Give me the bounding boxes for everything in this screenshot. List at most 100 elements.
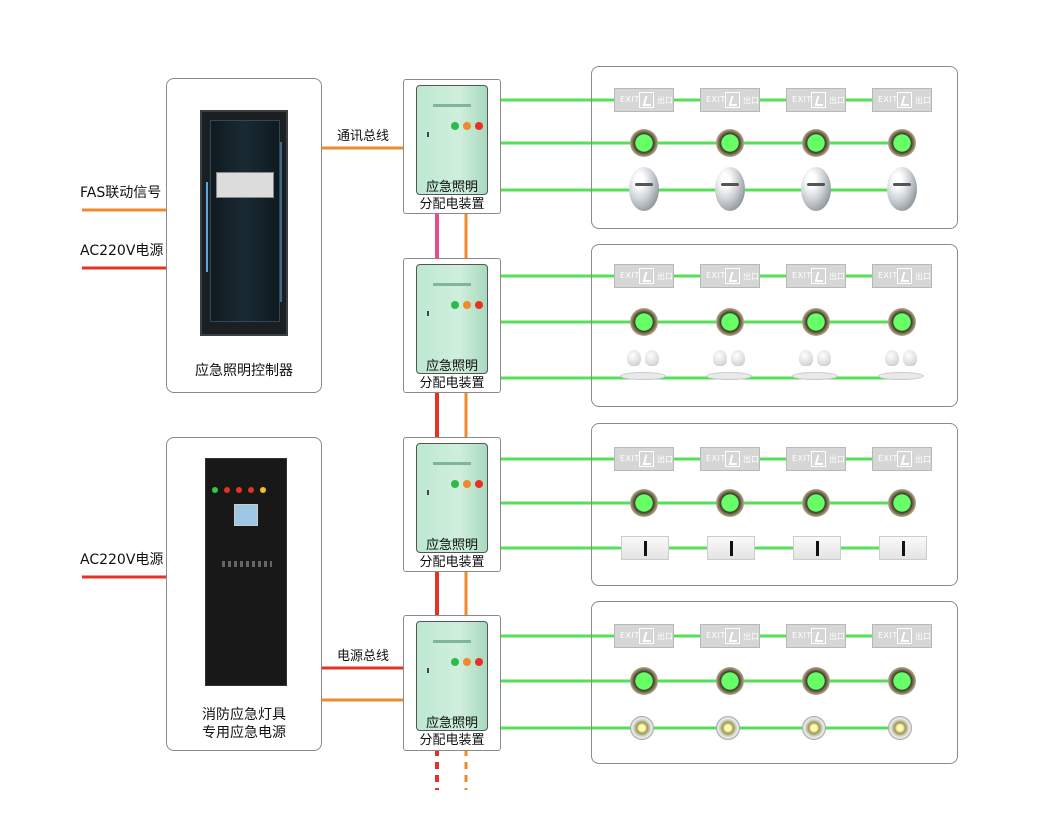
exit-sign-icon: EXIT 出口: [786, 447, 846, 471]
exit-sign-chinese: 出口: [829, 455, 845, 464]
exit-sign-icon: EXIT 出口: [614, 624, 674, 648]
panel-light-icon: [879, 536, 927, 560]
round-indicator-light-icon: [716, 667, 744, 695]
oval-lamp-icon: [801, 167, 831, 211]
panel-light-icon: [621, 536, 669, 560]
running-man-icon: [811, 92, 826, 108]
running-man-icon: [639, 628, 654, 644]
distribution-cabinet-1: [416, 85, 488, 195]
distribution-cabinet-2: [416, 264, 488, 374]
exit-sign-chinese: 出口: [829, 272, 845, 281]
round-indicator-light-icon: [888, 129, 916, 157]
exit-sign-text: EXIT: [706, 454, 726, 463]
exit-sign-text: EXIT: [878, 454, 898, 463]
exit-sign-icon: EXIT 出口: [614, 264, 674, 288]
distribution-box-3: 应急照明 分配电装置: [403, 437, 501, 572]
distribution-label-2a: 应急照明: [425, 359, 478, 374]
fixture-group-3: [591, 423, 958, 586]
fixture-group-2: [591, 244, 958, 407]
exit-sign-icon: EXIT 出口: [700, 624, 760, 648]
exit-sign-chinese: 出口: [743, 632, 759, 641]
exit-sign-text: EXIT: [706, 95, 726, 104]
exit-sign-chinese: 出口: [743, 96, 759, 105]
running-man-icon: [897, 92, 912, 108]
exit-sign-text: EXIT: [792, 631, 812, 640]
exit-sign-text: EXIT: [792, 271, 812, 280]
exit-sign-chinese: 出口: [915, 272, 931, 281]
controller-box: 应急照明控制器: [166, 78, 322, 393]
exit-sign-text: EXIT: [620, 454, 640, 463]
exit-sign-text: EXIT: [792, 95, 812, 104]
round-indicator-light-icon: [630, 308, 658, 336]
round-indicator-light-icon: [630, 129, 658, 157]
round-indicator-light-icon: [716, 308, 744, 336]
distribution-label-3a: 应急照明: [425, 538, 478, 553]
distribution-label-4b: 分配电装置: [419, 733, 485, 748]
running-man-icon: [897, 268, 912, 284]
exit-sign-chinese: 出口: [915, 455, 931, 464]
exit-sign-text: EXIT: [706, 271, 726, 280]
running-man-icon: [725, 628, 740, 644]
exit-sign-text: EXIT: [620, 631, 640, 640]
ac-power-label-top: AC220V电源: [80, 243, 164, 259]
round-indicator-light-icon: [802, 489, 830, 517]
round-indicator-light-icon: [888, 308, 916, 336]
comm-bus-label: 通讯总线: [336, 129, 389, 144]
distribution-label-3b: 分配电装置: [419, 555, 485, 570]
running-man-icon: [639, 92, 654, 108]
exit-sign-icon: EXIT 出口: [786, 88, 846, 112]
running-man-icon: [897, 628, 912, 644]
round-indicator-light-icon: [802, 308, 830, 336]
exit-sign-icon: EXIT 出口: [872, 264, 932, 288]
round-indicator-light-icon: [888, 489, 916, 517]
exit-sign-icon: EXIT 出口: [700, 88, 760, 112]
exit-sign-text: EXIT: [878, 271, 898, 280]
exit-sign-chinese: 出口: [657, 96, 673, 105]
distribution-box-4: 应急照明 分配电装置: [403, 615, 501, 751]
twin-head-lamp-icon: [792, 350, 838, 380]
panel-light-icon: [793, 536, 841, 560]
spot-light-icon: [630, 716, 654, 740]
power-supply-box: 消防应急灯具 专用应急电源: [166, 437, 322, 751]
round-indicator-light-icon: [888, 667, 916, 695]
exit-sign-chinese: 出口: [657, 632, 673, 641]
controller-label: 应急照明控制器: [195, 363, 293, 379]
distribution-cabinet-3: [416, 443, 488, 553]
running-man-icon: [639, 268, 654, 284]
oval-lamp-icon: [887, 167, 917, 211]
exit-sign-text: EXIT: [706, 631, 726, 640]
exit-sign-chinese: 出口: [657, 455, 673, 464]
spot-light-icon: [716, 716, 740, 740]
round-indicator-light-icon: [630, 667, 658, 695]
exit-sign-icon: EXIT 出口: [614, 88, 674, 112]
exit-sign-text: EXIT: [620, 271, 640, 280]
twin-head-lamp-icon: [706, 350, 752, 380]
oval-lamp-icon: [629, 167, 659, 211]
twin-head-lamp-icon: [620, 350, 666, 380]
exit-sign-chinese: 出口: [829, 96, 845, 105]
exit-sign-text: EXIT: [878, 95, 898, 104]
distribution-label-1a: 应急照明: [425, 180, 478, 195]
power-supply-cabinet: [205, 458, 287, 686]
exit-sign-chinese: 出口: [915, 632, 931, 641]
power-supply-label-1: 消防应急灯具: [202, 707, 286, 723]
exit-sign-chinese: 出口: [657, 272, 673, 281]
fixture-group-4: [591, 601, 958, 764]
round-indicator-light-icon: [802, 667, 830, 695]
distribution-label-4a: 应急照明: [425, 716, 478, 731]
round-indicator-light-icon: [716, 489, 744, 517]
power-bus-label: 电源总线: [336, 649, 389, 664]
controller-cabinet: [200, 110, 288, 336]
power-supply-label-2: 专用应急电源: [202, 725, 286, 741]
running-man-icon: [725, 451, 740, 467]
running-man-icon: [811, 451, 826, 467]
distribution-label-2b: 分配电装置: [419, 376, 485, 391]
fixture-group-1: [591, 66, 958, 229]
exit-sign-text: EXIT: [878, 631, 898, 640]
exit-sign-text: EXIT: [792, 454, 812, 463]
twin-head-lamp-icon: [878, 350, 924, 380]
exit-sign-text: EXIT: [620, 95, 640, 104]
